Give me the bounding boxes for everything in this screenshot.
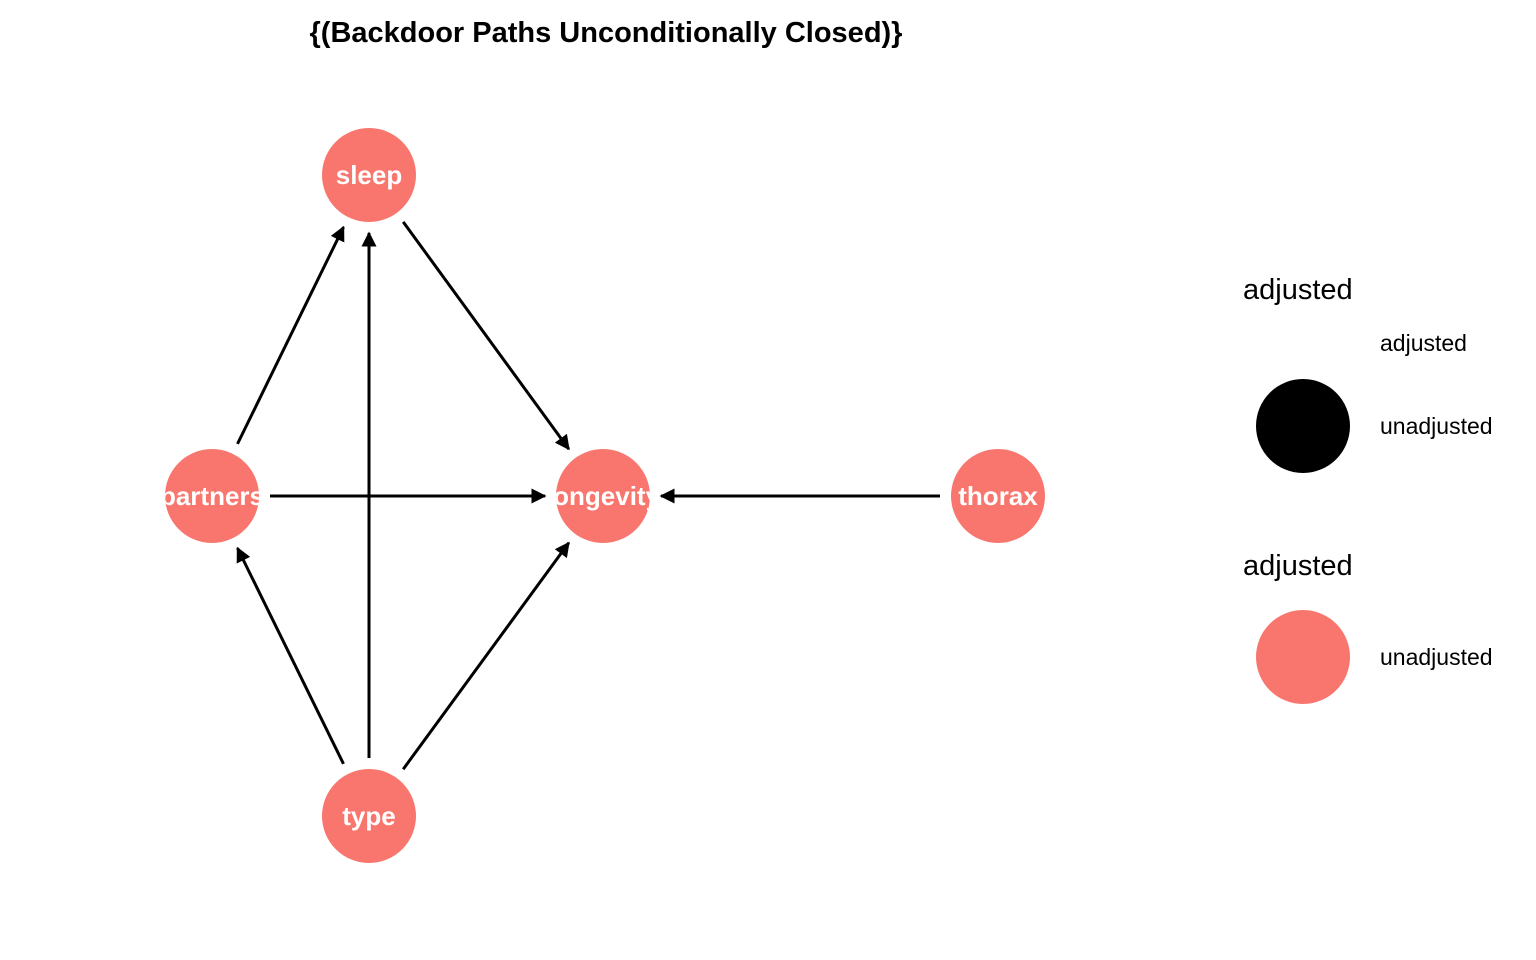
edge-type-to-partners (236, 546, 345, 765)
legend-group-1: adjusted adjusted unadjusted (1243, 274, 1493, 473)
node-label-thorax: thorax (958, 481, 1038, 511)
edge-sleep-to-longevity (401, 221, 571, 451)
node-circle-partners (165, 449, 259, 543)
legend-label-adjusted: adjusted (1380, 330, 1467, 356)
legend-label-unadjusted-2: unadjusted (1380, 644, 1493, 670)
node-type: type (322, 769, 416, 863)
legend-label-unadjusted-1: unadjusted (1380, 413, 1493, 439)
nodes: sleep partners longevity thorax type (160, 128, 1045, 863)
node-label-partners: partners (160, 481, 264, 511)
node-circle-type (322, 769, 416, 863)
edges (236, 221, 940, 771)
edge-partners-to-sleep (236, 225, 345, 445)
legend-title-2: adjusted (1243, 550, 1353, 582)
node-circle-thorax (951, 449, 1045, 543)
node-label-type: type (342, 801, 395, 831)
node-circle-sleep (322, 128, 416, 222)
edge-type-to-longevity (401, 541, 571, 771)
legend-title-1: adjusted (1243, 274, 1353, 306)
legend-group-2: adjusted unadjusted (1243, 550, 1493, 704)
node-partners: partners (160, 449, 264, 543)
node-thorax: thorax (951, 449, 1045, 543)
node-longevity: longevity (546, 449, 661, 543)
legend: adjusted adjusted unadjusted adjusted un… (1243, 274, 1493, 704)
node-sleep: sleep (322, 128, 416, 222)
node-circle-longevity (556, 449, 650, 543)
node-label-longevity: longevity (546, 481, 661, 511)
diagram-title: {(Backdoor Paths Unconditionally Closed)… (310, 17, 903, 49)
legend-swatch-adjusted (1256, 379, 1350, 473)
legend-swatch-unadjusted (1256, 610, 1350, 704)
node-label-sleep: sleep (336, 160, 403, 190)
